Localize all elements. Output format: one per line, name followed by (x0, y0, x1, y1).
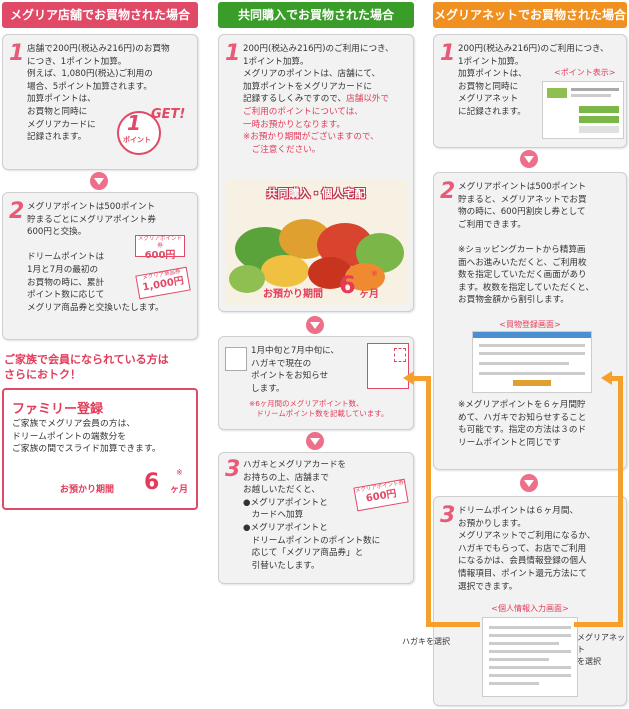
screenshot-line (571, 88, 619, 91)
coop-step1-text-red2: ご利用のポイントについては、 一時お預かりとなります。 ※お預かり期間がございま… (243, 106, 379, 155)
step-number: 1 (225, 41, 241, 66)
screenshot-line (489, 642, 559, 645)
net-step2-note: ※メグリアポイントを６ヶ月間貯 めて、ハガキでお知らせすること も可能です。指定… (458, 400, 587, 448)
arrow-down-icon (306, 432, 324, 450)
point-display-screenshot (542, 81, 624, 139)
coop-period-label: お預かり期間 (263, 289, 323, 300)
screenshot-line (489, 666, 571, 669)
family-period-number: 6 (144, 470, 160, 495)
store-step1-text: 店舗で200円(税込み216円)のお買物 につき、1ポイント加算。 例えば、1,… (27, 44, 170, 143)
coop-period-mark: ※ (371, 269, 378, 278)
coop-period-unit: ヶ月 (359, 289, 379, 300)
coop-postcard-box: 1月中旬と7月中旬に、 ハガキで現在の ポイントをお知らせ します。 ※6ヶ月間… (218, 336, 414, 430)
step-number: 3 (225, 457, 241, 482)
family-registration-box: ファミリー登録 ご家族でメグリア会員の方は、 ドリームポイントの端数分を ご家族… (2, 388, 198, 510)
postcard-route-vertical (426, 376, 431, 626)
get-label: GET! (151, 107, 186, 122)
coop-postcard-note: ※6ヶ月間のメグリアポイント数、 ドリームポイント数を記載しています。 (249, 399, 389, 418)
step-number: 3 (440, 503, 456, 528)
postcard-route-bottom (426, 622, 480, 627)
screenshot-bar (473, 332, 591, 338)
arrow-left-icon (403, 371, 414, 385)
coop-step3-text: ハガキとメグリアカードを お持ちの上、店舗まで お越しいただくと、 ●メグリアポ… (243, 460, 381, 571)
screenshot-button (579, 106, 619, 113)
store-step2-box: 2 メグリアポイントは500ポイント 貯まるごとにメグリアポイント券 600円と… (2, 192, 198, 340)
net-column-header: メグリアネットでお買物された場合 (433, 2, 627, 28)
screenshot-line (489, 682, 539, 685)
coop-postcard-text: 1月中旬と7月中旬に、 ハガキで現在の ポイントをお知らせ します。 (251, 346, 340, 394)
get-points-unit: ポイント (123, 136, 151, 144)
point-display-label: <ポイント表示> (554, 68, 616, 77)
net-step2-text: メグリアポイントは500ポイント 貯まると、メグリアネットでお買 物の時に、60… (458, 182, 595, 306)
net-step3-text: ドリームポイントは６ヶ月間、 お預かりします。 メグリアネットでご利用になるか、… (458, 506, 596, 592)
family-period-label: お預かり期間 (60, 485, 115, 495)
coop-step1-box: 1 200円(税込み216円)のご利用につき、 1ポイント加算。 メグリアのポイ… (218, 34, 414, 312)
screenshot-block (547, 88, 567, 98)
coop-column-header: 共同購入でお買物された場合 (218, 2, 414, 28)
choice-postcard-label: ハガキを選択 (402, 637, 450, 646)
arrow-left-icon (601, 371, 612, 385)
voucher-amount: 600円 (144, 250, 176, 261)
net-step2-box: 2 メグリアポイントは500ポイント 貯まると、メグリアネットでお買 物の時に、… (433, 172, 627, 470)
screenshot-line (479, 352, 585, 355)
get-points-badge: 1 ポイント GET! (117, 107, 187, 155)
store-step2-text: メグリアポイントは500ポイント 貯まるごとにメグリアポイント券 600円と交換… (27, 202, 164, 313)
net-step3-box: 3 ドリームポイントは６ヶ月間、 お預かりします。 メグリアネットでご利用になる… (433, 496, 627, 706)
screenshot-line (489, 658, 549, 661)
coop-step1-text-red1: 店舗以外で (346, 94, 390, 105)
step-number: 1 (9, 41, 25, 66)
store-column-header: メグリア店舗でお買物された場合 (2, 2, 198, 28)
coop-step1-text: 200円(税込み216円)のご利用につき、 1ポイント加算。 メグリアのポイント… (243, 43, 413, 156)
screenshot-button (579, 126, 619, 133)
purchase-screen-screenshot (472, 331, 592, 393)
screenshot-line (489, 626, 571, 629)
step-number: 2 (440, 179, 456, 204)
step-number: 2 (9, 199, 25, 224)
purchase-screen-label: <買物登録画面> (499, 320, 561, 329)
screenshot-line (489, 674, 571, 677)
vegetables-photo: 共同購入・個人宅配 お預かり期間 6 ヶ月 ※ (225, 179, 407, 305)
get-points-number: 1 (127, 111, 141, 135)
screenshot-line (479, 362, 569, 365)
postcard-image (367, 343, 409, 389)
net-route-bottom (574, 622, 623, 627)
net-route-vertical (618, 376, 623, 626)
screenshot-line (489, 650, 571, 653)
family-title: ファミリー登録 (12, 402, 104, 417)
arrow-down-icon (306, 316, 324, 334)
arrow-down-icon (520, 150, 538, 168)
store-step1-box: 1 店舗で200円(税込み216円)のお買物 につき、1ポイント加算。 例えば、… (2, 34, 198, 170)
personal-info-screen-label: <個人情報入力画面> (491, 604, 569, 613)
postcard-icon (225, 347, 247, 371)
arrow-down-icon (90, 172, 108, 190)
coop-photo-title: 共同購入・個人宅配 (266, 187, 366, 200)
net-route-horizontal (612, 376, 623, 381)
vegetables-illustration-icon (229, 219, 404, 293)
voucher-caption: メグリアポイント券 (137, 236, 182, 249)
screenshot-button (513, 380, 551, 386)
arrow-down-icon (520, 474, 538, 492)
point-circle (117, 111, 161, 155)
screenshot-line (571, 94, 611, 97)
coop-step3-box: 3 ハガキとメグリアカードを お持ちの上、店舗まで お越しいただくと、 ●メグリ… (218, 452, 414, 584)
screenshot-line (479, 344, 585, 347)
postcard-route-horizontal (414, 376, 431, 381)
screenshot-line (479, 372, 585, 375)
family-period-mark: ※ (176, 468, 183, 477)
step-number: 1 (440, 41, 456, 66)
coop-step1-text-main: 200円(税込み216円)のご利用につき、 1ポイント加算。 メグリアのポイント… (243, 44, 394, 105)
personal-info-screenshot (482, 617, 578, 697)
net-step1-text: 200円(税込み216円)のご利用につき、 1ポイント加算。 加算ポイントは、 … (458, 44, 609, 117)
family-period-unit: ヶ月 (170, 485, 189, 495)
coop-period-number: 6 (339, 271, 356, 299)
screenshot-line (489, 634, 571, 637)
stamp-area (394, 348, 406, 362)
family-headline: ご家族で会員になられている方は さらにおトク！ (4, 353, 169, 381)
family-text: ご家族でメグリア会員の方は、 ドリームポイントの端数分を ご家族の間でスライド加… (12, 419, 161, 455)
screenshot-button (579, 116, 619, 123)
choice-net-label: メグリアネット を選択 (577, 633, 625, 666)
net-step1-box: 1 200円(税込み216円)のご利用につき、 1ポイント加算。 加算ポイントは… (433, 34, 627, 148)
point-voucher-600: メグリアポイント券 600円 (135, 235, 185, 261)
